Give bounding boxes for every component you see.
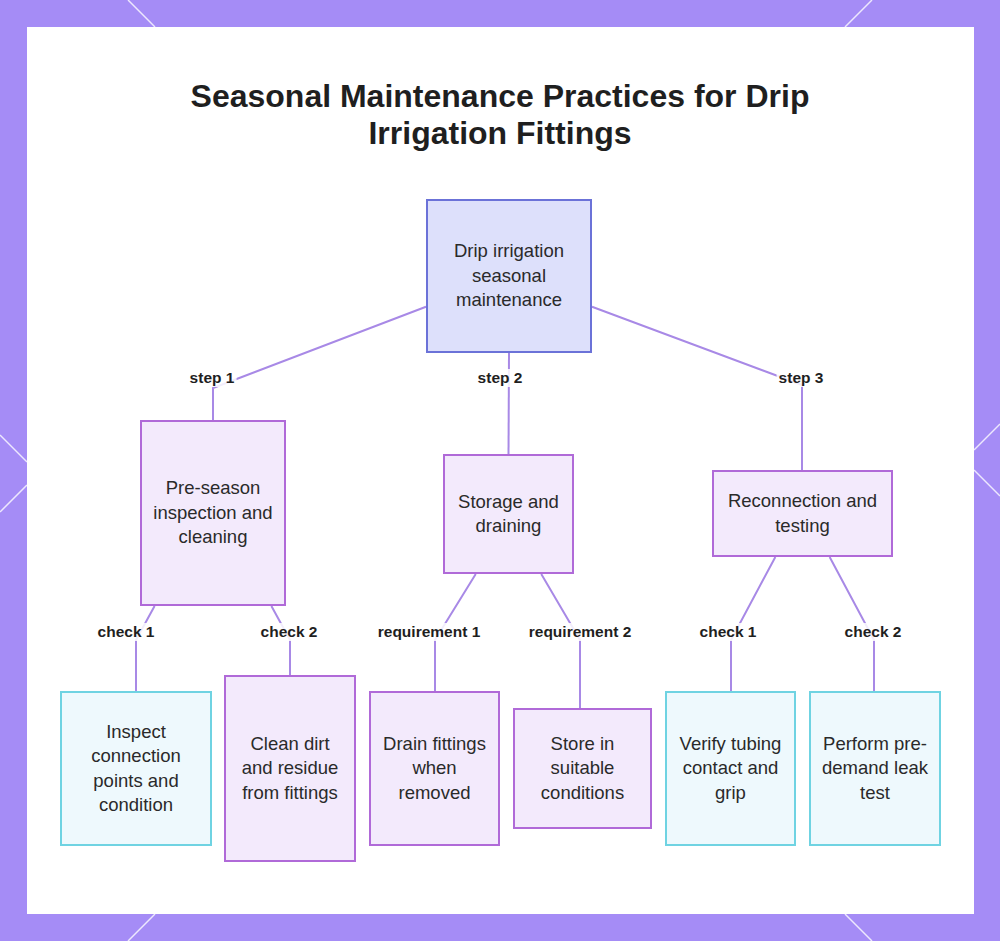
check-box: Verify tubing contact and grip — [665, 691, 796, 846]
edge-label: check 2 — [843, 623, 904, 641]
connector-line — [136, 606, 155, 691]
node-text: Reconnection and testing — [722, 489, 883, 538]
diagram-title: Seasonal Maintenance Practices for Drip … — [170, 78, 830, 152]
node-text: Storage and draining — [453, 490, 564, 539]
check-box: Perform pre-demand leak test — [809, 691, 941, 846]
node-text: Verify tubing contact and grip — [675, 732, 786, 806]
check-box: Inspect connection points and condition — [60, 691, 212, 846]
node-text: Drain fittings when removed — [379, 732, 490, 806]
node-text: Inspect connection points and condition — [70, 720, 202, 818]
edge-label: check 1 — [96, 623, 157, 641]
edge-label: check 1 — [698, 623, 759, 641]
connector-line — [592, 307, 802, 470]
edge-label: step 1 — [188, 369, 237, 387]
node-text: Pre-season inspection and cleaning — [150, 476, 276, 550]
check-box: Clean dirt and residue from fittings — [224, 675, 356, 862]
step-box: Storage and draining — [443, 454, 574, 574]
connector-line — [213, 307, 426, 420]
requirement-box: Store in suitable conditions — [513, 708, 652, 829]
edge-label: requirement 2 — [527, 623, 634, 641]
step-box: Reconnection and testing — [712, 470, 893, 557]
requirement-box: Drain fittings when removed — [369, 691, 500, 846]
edge-label: step 3 — [777, 369, 826, 387]
node-text: Drip irrigation seasonal maintenance — [436, 239, 582, 313]
root-box: Drip irrigation seasonal maintenance — [426, 199, 592, 353]
edge-label: requirement 1 — [376, 623, 483, 641]
node-text: Clean dirt and residue from fittings — [234, 732, 346, 806]
step-box: Pre-season inspection and cleaning — [140, 420, 286, 606]
connector-line — [541, 574, 580, 708]
node-text: Store in suitable conditions — [523, 732, 642, 806]
node-text: Perform pre-demand leak test — [819, 732, 931, 806]
edge-label: check 2 — [259, 623, 320, 641]
edge-label: step 2 — [476, 369, 525, 387]
